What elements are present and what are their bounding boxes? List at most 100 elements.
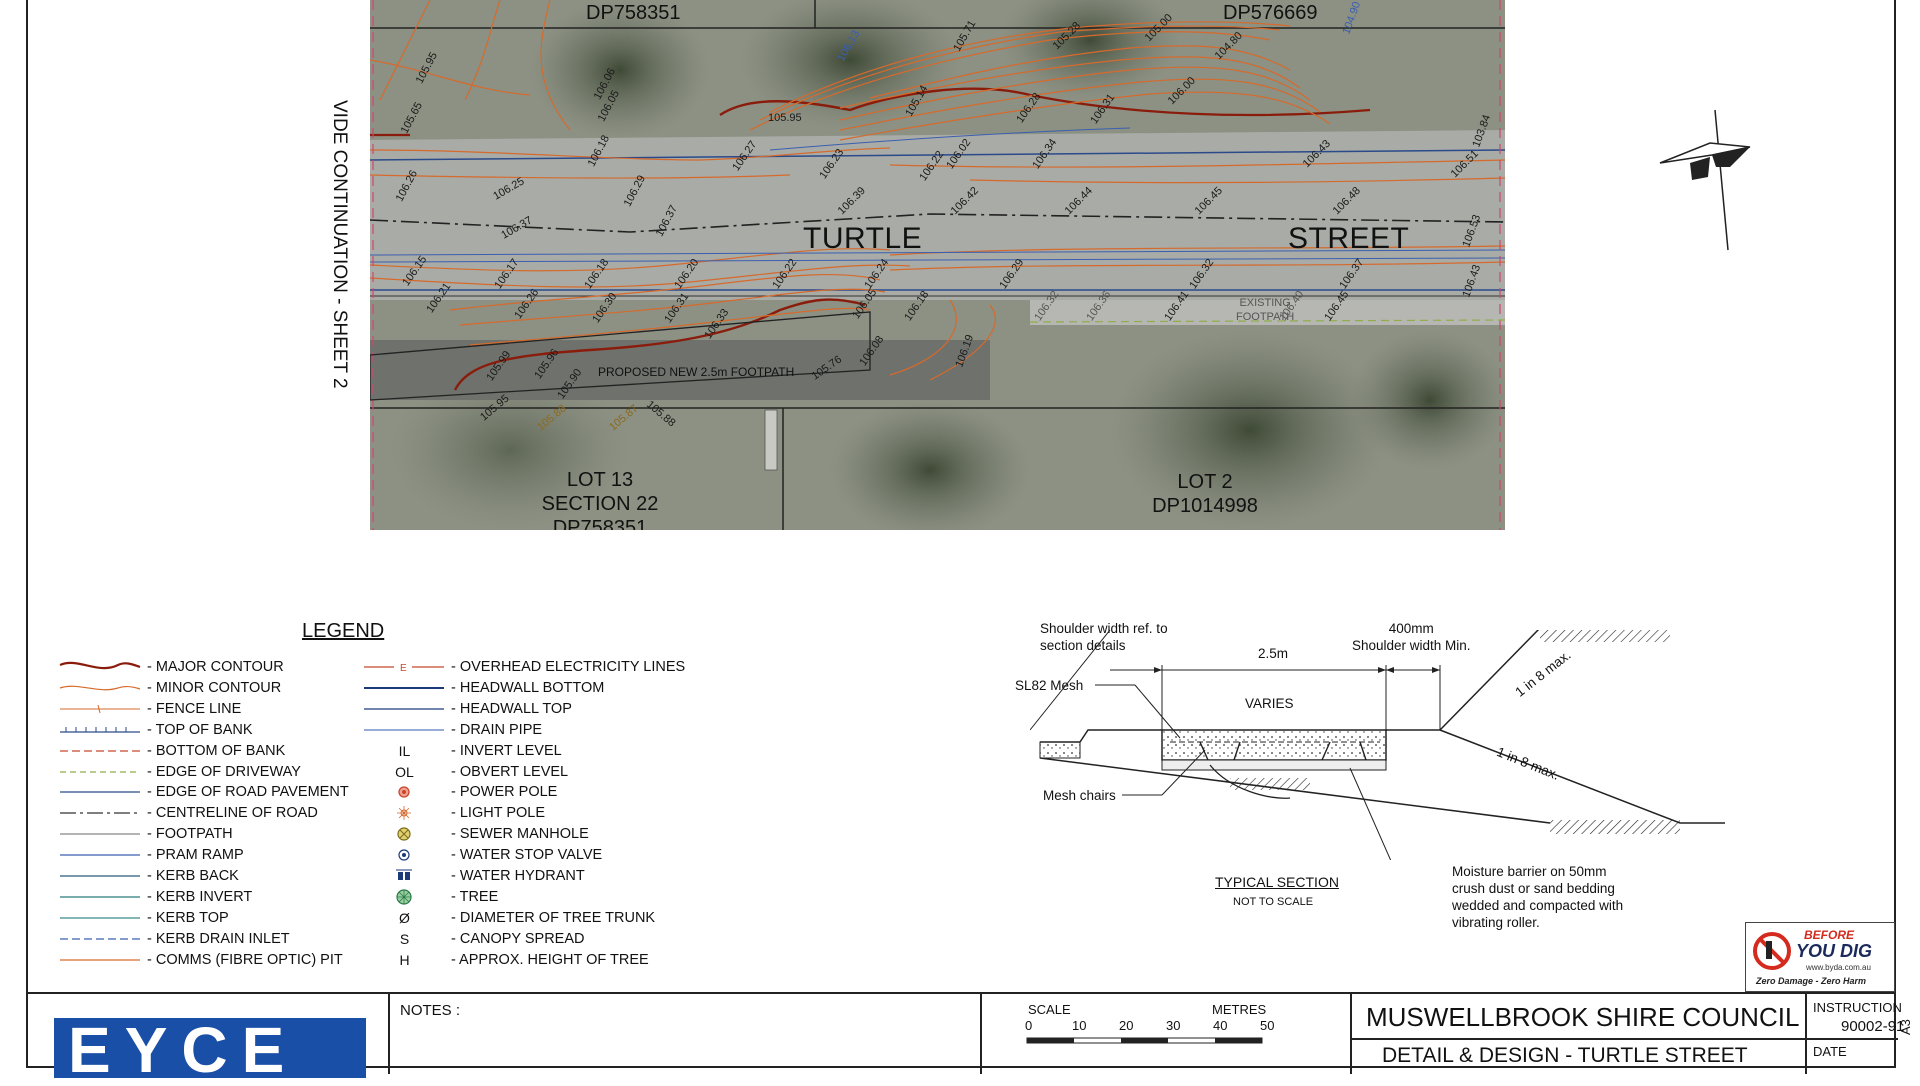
centreline-icon bbox=[58, 803, 143, 823]
invert-level-icon: IL bbox=[398, 742, 411, 759]
typical-section-subtitle: NOT TO SCALE bbox=[1233, 896, 1314, 908]
aerial-plan-graphic bbox=[370, 0, 1505, 530]
legend-item-label: - BOTTOM OF BANK bbox=[147, 742, 286, 759]
legend-item-light-pole: - LIGHT POLE bbox=[362, 803, 545, 823]
north-arrow-icon bbox=[1659, 109, 1751, 251]
legend-item-label: - MINOR CONTOUR bbox=[147, 679, 282, 696]
edge-of-road-icon bbox=[58, 782, 143, 802]
company-logo: EYCE bbox=[54, 1018, 366, 1082]
legend-item-label: - APPROX. HEIGHT OF TREE bbox=[451, 951, 649, 968]
top-of-bank-icon bbox=[58, 720, 143, 740]
scale-tick-label: 50 bbox=[1260, 1018, 1275, 1033]
legend-item-label: - WATER STOP VALVE bbox=[451, 847, 603, 864]
scale-tick-label: 10 bbox=[1072, 1018, 1087, 1033]
no-dig-icon bbox=[1753, 932, 1791, 970]
legend-item-headwall-top: - HEADWALL TOP bbox=[362, 699, 572, 719]
legend-item-power-pole: - POWER POLE bbox=[362, 782, 557, 802]
lot-label-lot13: LOT 13 SECTION 22 DP758351 bbox=[541, 469, 659, 530]
legend-item-kerb-invert: - KERB INVERT bbox=[58, 887, 252, 907]
legend-item-diameter: Ø- DIAMETER OF TREE TRUNK bbox=[362, 908, 655, 928]
legend-item-height: H - APPROX. HEIGHT OF TREE bbox=[362, 950, 649, 970]
lot-label-dp758351-top: DP758351 bbox=[586, 2, 681, 24]
vide-continuation-label: VIDE CONTINUATION - SHEET 2 bbox=[329, 100, 350, 389]
legend-item-label: - TREE bbox=[451, 888, 499, 905]
council-name: MUSWELLBROOK SHIRE COUNCIL bbox=[1366, 1002, 1800, 1032]
varies-label: VARIES bbox=[1245, 696, 1294, 711]
legend-item-label: - POWER POLE bbox=[451, 784, 558, 801]
legend-item-label: - DRAIN PIPE bbox=[451, 721, 543, 738]
legend-item-label: - WATER HYDRANT bbox=[451, 868, 585, 884]
headwall-bottom-icon bbox=[362, 678, 447, 698]
legend-item-headwall-bottom: - HEADWALL BOTTOM bbox=[362, 678, 604, 698]
council-divider bbox=[1352, 1038, 1807, 1040]
notes-label: NOTES : bbox=[400, 1002, 461, 1019]
instruction-label: INSTRUCTION bbox=[1813, 1000, 1902, 1015]
legend-item-label: - INVERT LEVEL bbox=[451, 742, 562, 759]
instruction-value: 90002-91 bbox=[1841, 1018, 1905, 1035]
kerb-top-icon bbox=[58, 908, 143, 928]
instruction-cell: INSTRUCTION 90002-91 DATE bbox=[1805, 994, 1904, 1074]
water-hydrant-icon bbox=[362, 866, 447, 886]
fence-line-icon bbox=[58, 699, 143, 719]
comms-pit-icon bbox=[58, 950, 143, 970]
legend-item-kerb-drain-inlet: - KERB DRAIN INLET bbox=[58, 929, 290, 949]
obvert-level-icon: OL bbox=[395, 763, 414, 780]
legend-item-fence-line: - FENCE LINE bbox=[58, 699, 241, 719]
legend-item-top-of-bank: - TOP OF BANK bbox=[58, 720, 253, 740]
footpath-icon bbox=[58, 824, 143, 844]
drawing-title: DETAIL & DESIGN - TURTLE STREET bbox=[1382, 1044, 1748, 1067]
scale-tick-label: 40 bbox=[1213, 1018, 1228, 1033]
legend-item-label: - SEWER MANHOLE bbox=[451, 826, 589, 843]
scale-tick-label: 20 bbox=[1119, 1018, 1134, 1033]
height-icon: H bbox=[399, 951, 410, 968]
legend-item-edge-of-road: - EDGE OF ROAD PAVEMENT bbox=[58, 782, 349, 802]
legend-item-label: - PRAM RAMP bbox=[147, 847, 244, 864]
scale-tick-label: 0 bbox=[1025, 1018, 1033, 1033]
headwall-top-icon bbox=[362, 699, 447, 719]
legend-item-centreline: - CENTRELINE OF ROAD bbox=[58, 803, 318, 823]
legend-item-label: - KERB TOP bbox=[147, 909, 229, 926]
scale-bar bbox=[1026, 1037, 1263, 1044]
bottom-of-bank-icon bbox=[58, 741, 143, 761]
proposed-footpath-label: PROPOSED NEW 2.5m FOOTPATH bbox=[598, 365, 795, 379]
legend-item-comms-pit: - COMMS (FIBRE OPTIC) PIT bbox=[58, 950, 343, 970]
pram-ramp-icon bbox=[58, 845, 143, 865]
sewer-manhole-icon bbox=[362, 824, 447, 844]
kerb-invert-icon bbox=[58, 887, 143, 907]
byd-tagline: Zero Damage - Zero Harm bbox=[1756, 976, 1867, 986]
legend-item-water-hydrant: - WATER HYDRANT bbox=[362, 866, 585, 886]
legend-item-canopy: S- CANOPY SPREAD bbox=[362, 929, 585, 949]
byd-line1: BEFORE bbox=[1804, 928, 1855, 942]
tree-icon bbox=[362, 887, 447, 907]
legend-item-kerb-top: - KERB TOP bbox=[58, 908, 229, 928]
instruction-divider bbox=[1807, 1038, 1898, 1040]
legend-item-sewer-manhole: - SEWER MANHOLE bbox=[362, 824, 589, 844]
power-pole-icon bbox=[362, 782, 447, 802]
typical-section-drawing bbox=[1030, 630, 1725, 860]
overhead-electricity-icon: E bbox=[362, 657, 447, 677]
scale-label: SCALE bbox=[1028, 1002, 1071, 1017]
aerial-plan: 105.95 106.06 106.05 106.18 106.26 106.2… bbox=[370, 0, 1505, 530]
sheet-size-label: A3 bbox=[1898, 1019, 1913, 1035]
byd-url: www.byda.com.au bbox=[1806, 963, 1871, 972]
legend-item-bottom-of-bank: - BOTTOM OF BANK bbox=[58, 741, 285, 761]
council-cell: MUSWELLBROOK SHIRE COUNCIL DETAIL & DESI… bbox=[1350, 994, 1807, 1074]
svg-text:E: E bbox=[400, 663, 407, 674]
light-pole-icon bbox=[362, 803, 447, 823]
legend-item-label: - OBVERT LEVEL bbox=[451, 763, 569, 780]
edge-of-driveway-icon bbox=[58, 762, 143, 782]
legend-item-label: - LIGHT POLE bbox=[451, 805, 546, 822]
spot-level: 105.95 bbox=[768, 112, 802, 124]
scale-tick-label: 30 bbox=[1166, 1018, 1181, 1033]
legend-item-minor-contour: - MINOR CONTOUR bbox=[58, 678, 281, 698]
kerb-back-icon bbox=[58, 866, 143, 886]
legend-item-label: - HEADWALL BOTTOM bbox=[451, 679, 605, 696]
minor-contour-icon bbox=[58, 678, 143, 698]
byd-line2: YOU DIG bbox=[1796, 941, 1873, 961]
kerb-drain-inlet-icon bbox=[58, 929, 143, 949]
legend-item-kerb-back: - KERB BACK bbox=[58, 866, 239, 886]
